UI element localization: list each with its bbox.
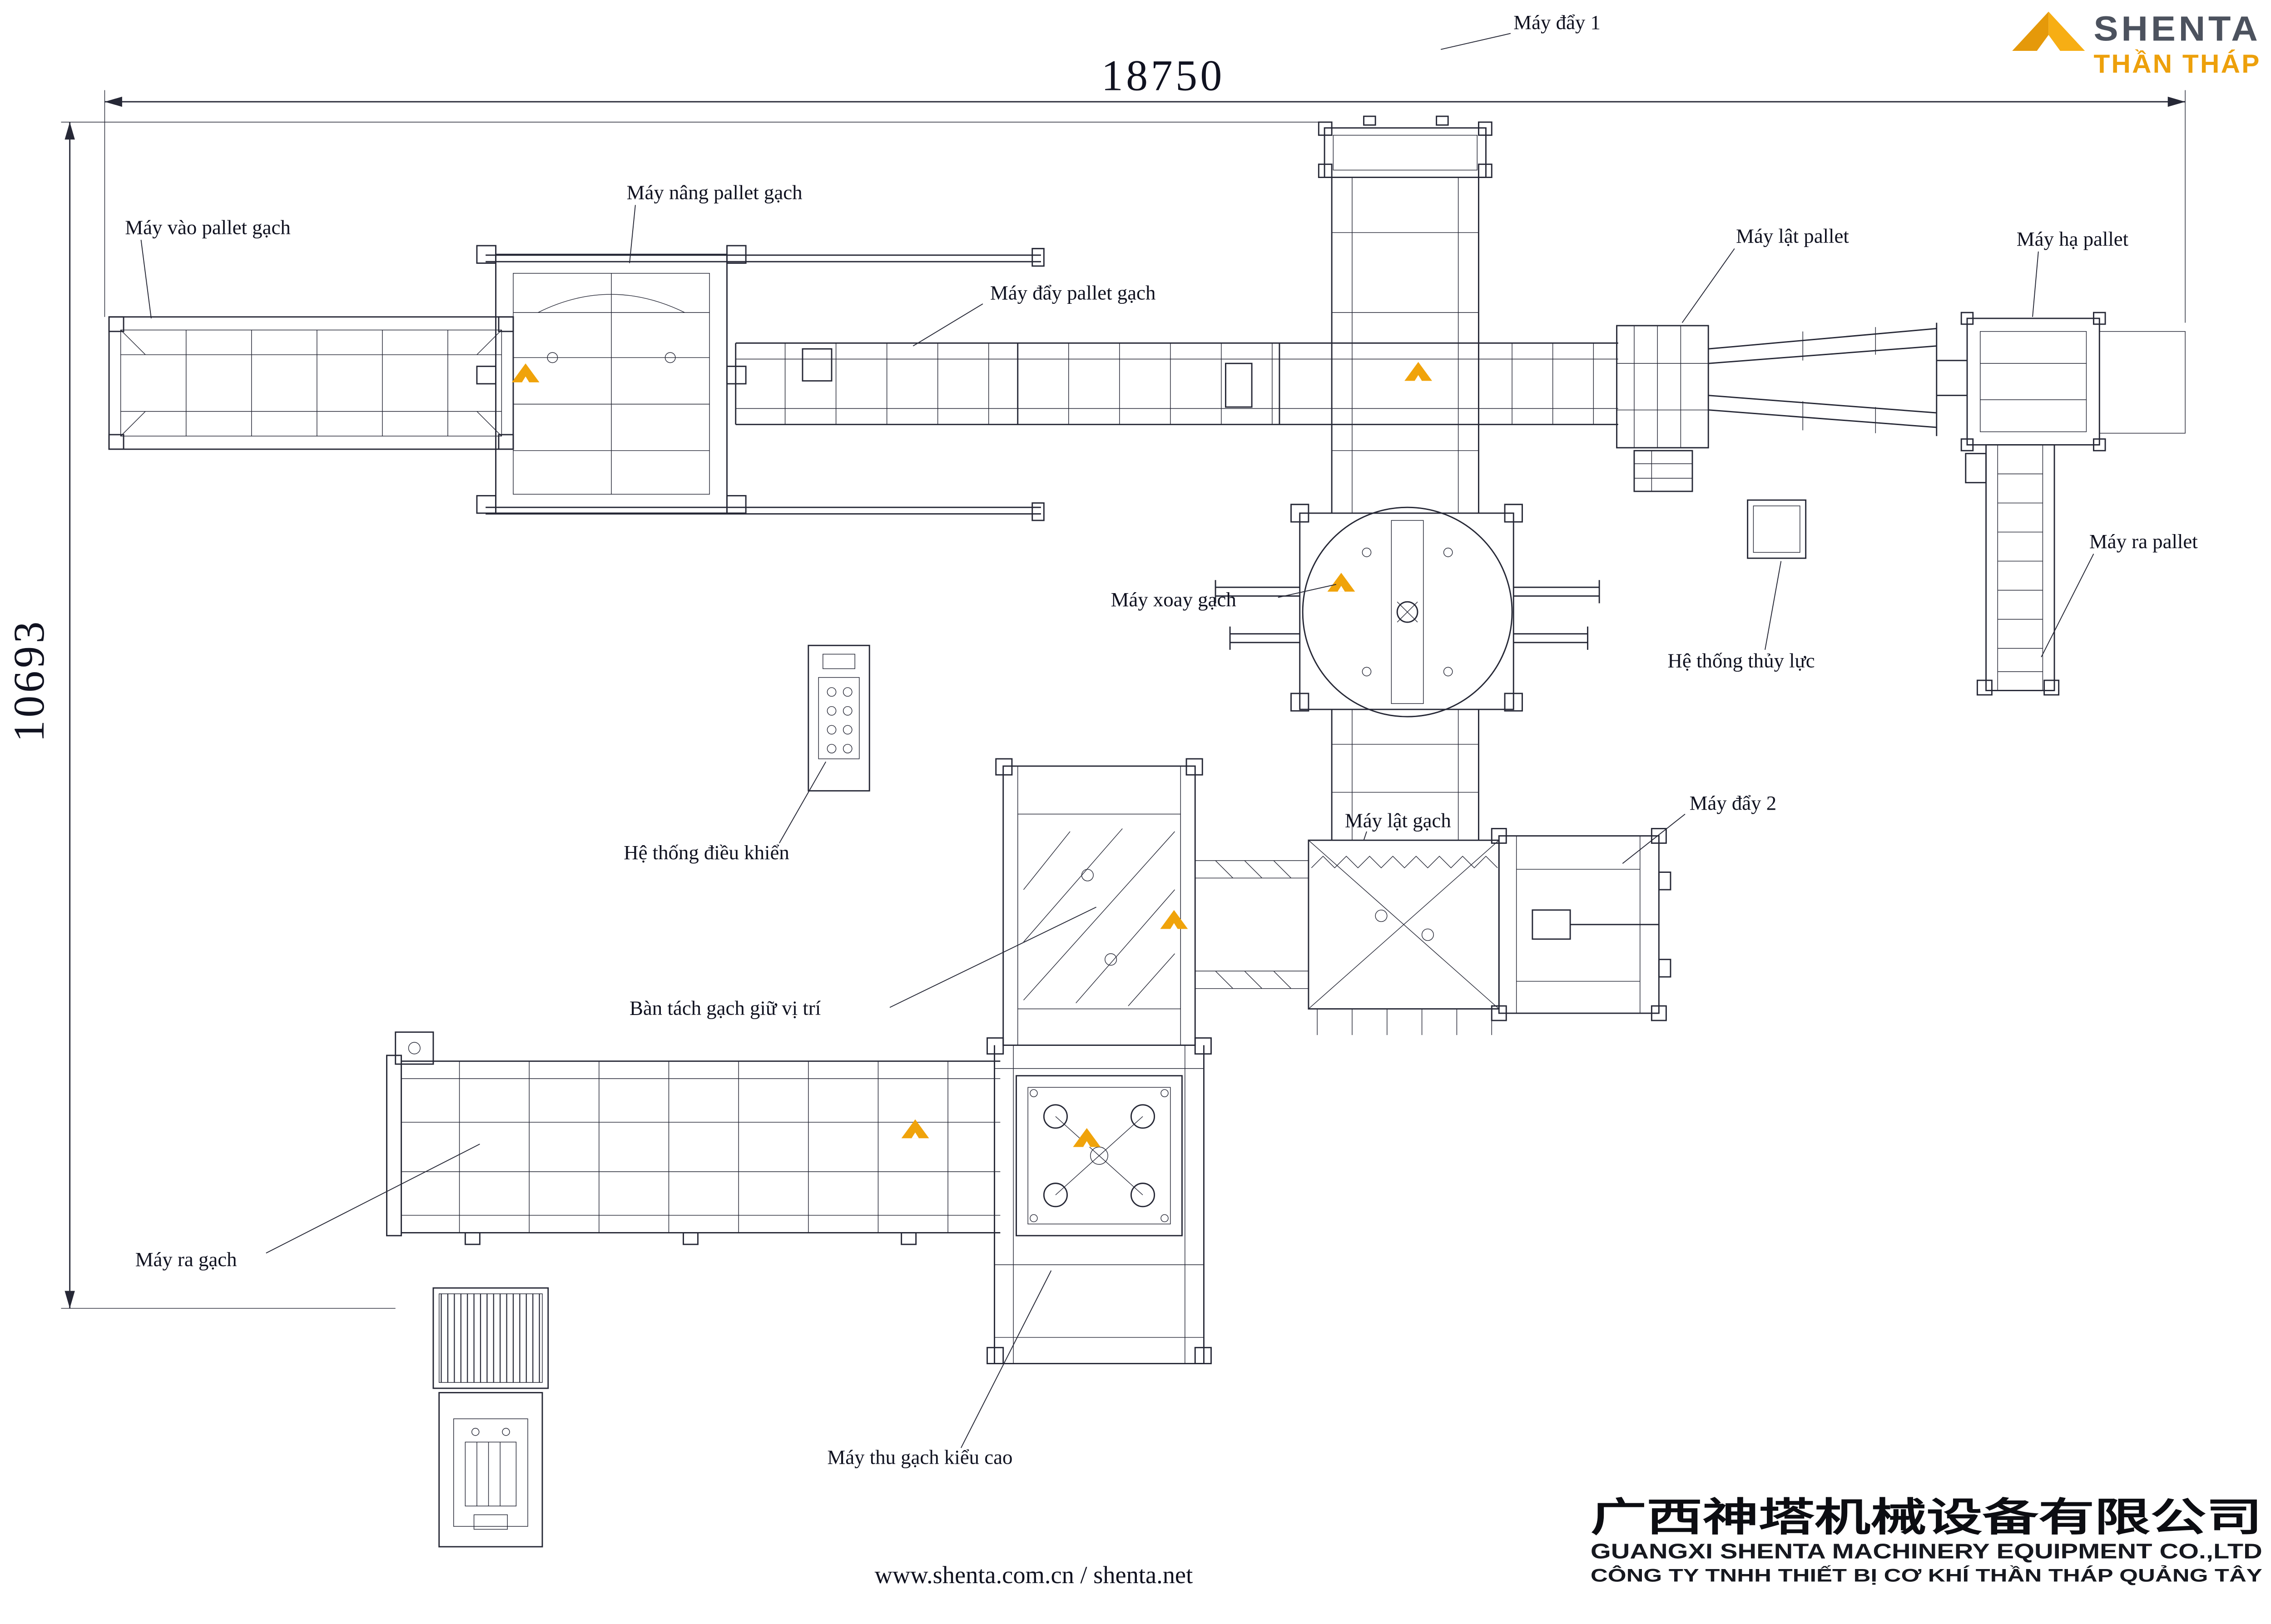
- svg-text:Máy xoay gạch: Máy xoay gạch: [1111, 588, 1236, 611]
- machine-pallet-lowerer: [1960, 312, 2186, 451]
- machine-pallet-infeed: [108, 316, 514, 450]
- conveyor-pallet-out: [1965, 444, 2060, 696]
- machine-brick-collector: [987, 1037, 1212, 1364]
- machine-brick-rotator: [1215, 504, 1600, 718]
- brand-name: SHENTA: [2093, 10, 2261, 49]
- brand-logo: SHENTA THẦN THÁP: [2012, 10, 2261, 79]
- pallet-cart: [438, 1392, 543, 1548]
- svg-text:Bàn tách gạch giữ vị trí: Bàn tách gạch giữ vị trí: [630, 996, 821, 1019]
- svg-text:Máy hạ pallet: Máy hạ pallet: [2017, 228, 2129, 250]
- svg-text:Máy ra pallet: Máy ra pallet: [2089, 530, 2198, 553]
- label-may-ra-gach: Máy ra gạch: [135, 1144, 480, 1271]
- machine-brick-flipper: [1195, 839, 1500, 1035]
- dimension-width: 18750: [104, 51, 2186, 323]
- shenta-watermark-icon: [1160, 910, 1188, 929]
- company-block: 广西神塔机械设备有限公司 GUANGXI SHENTA MACHINERY EQ…: [1591, 1496, 2262, 1586]
- svg-text:Máy đẩy 1: Máy đẩy 1: [1513, 11, 1601, 34]
- footer-websites: www.shenta.com.cn / shenta.net: [875, 1561, 1193, 1589]
- hydraulic-unit: [1747, 499, 1807, 559]
- label-may-thu-gach-kieu-cao: Máy thu gạch kiểu cao: [827, 1270, 1052, 1468]
- conveyor-pallet-push-line: [735, 342, 1618, 426]
- label-may-ra-pallet: Máy ra pallet: [2041, 530, 2198, 658]
- machine-pallet-flipper: [1616, 322, 1967, 492]
- shenta-watermark-icon: [1073, 1128, 1101, 1147]
- label-may-ha-pallet: Máy hạ pallet: [2017, 228, 2129, 317]
- dimension-height-value: 10693: [5, 619, 53, 742]
- svg-text:Máy thu gạch kiểu cao: Máy thu gạch kiểu cao: [827, 1446, 1012, 1468]
- dimension-width-value: 18750: [1101, 51, 1225, 99]
- label-may-day-pallet-gach: Máy đẩy pallet gạch: [912, 281, 1155, 347]
- conveyor-rotator-to-flipper: [1331, 709, 1479, 841]
- control-panel: [808, 644, 870, 792]
- company-name-cn: 广西神塔机械设备有限公司: [1591, 1496, 2262, 1540]
- svg-text:Máy lật gạch: Máy lật gạch: [1345, 809, 1451, 832]
- label-may-lat-pallet: Máy lật pallet: [1681, 225, 1849, 323]
- shenta-watermark-icon: [1404, 362, 1433, 381]
- label-may-nang-pallet-gach: Máy nâng pallet gạch: [627, 181, 803, 263]
- svg-text:Hệ thống thủy lực: Hệ thống thủy lực: [1668, 649, 1815, 672]
- svg-text:Máy ra gạch: Máy ra gạch: [135, 1248, 237, 1271]
- label-may-xoay-gach: Máy xoay gạch: [1111, 584, 1336, 611]
- dimension-height: 10693: [5, 122, 1325, 1309]
- svg-text:Máy lật pallet: Máy lật pallet: [1736, 225, 1849, 248]
- shenta-watermark-icon: [511, 363, 540, 382]
- label-may-day-1: Máy đẩy 1: [1440, 11, 1601, 50]
- company-name-vi: CÔNG TY TNHH THIẾT BỊ CƠ KHÍ THẦN THÁP Q…: [1591, 1565, 2262, 1586]
- machine-pusher-1: [1318, 115, 1493, 513]
- label-ban-tach-gach-giu-vi-tri: Bàn tách gạch giữ vị trí: [630, 906, 1096, 1019]
- label-may-day-2: Máy đẩy 2: [1622, 792, 1777, 864]
- svg-text:Máy vào pallet gạch: Máy vào pallet gạch: [125, 216, 290, 238]
- shenta-triangle-icon: [2012, 11, 2085, 51]
- label-may-vao-pallet-gach: Máy vào pallet gạch: [125, 216, 291, 319]
- svg-text:Máy đẩy 2: Máy đẩy 2: [1690, 792, 1777, 814]
- conveyor-brick-out: [386, 1031, 1001, 1245]
- machine-brick-separator: [995, 758, 1203, 1046]
- company-name-en: GUANGXI SHENTA MACHINERY EQUIPMENT CO.,L…: [1591, 1539, 2262, 1563]
- pallet-stack: [432, 1287, 549, 1389]
- label-he-thong-thuy-luc: Hệ thống thủy lực: [1668, 561, 1815, 672]
- label-he-thong-dieu-khien: Hệ thống điều khiển: [624, 761, 827, 864]
- label-may-lat-gach: Máy lật gạch: [1345, 809, 1451, 841]
- shenta-watermark-icon: [1327, 573, 1355, 592]
- machine-pallet-lifter: [476, 245, 1045, 521]
- svg-text:Hệ thống điều khiển: Hệ thống điều khiển: [624, 841, 789, 864]
- machine-pusher-2: [1491, 828, 1671, 1021]
- svg-text:Máy nâng pallet gạch: Máy nâng pallet gạch: [627, 181, 803, 204]
- brand-tagline: THẦN THÁP: [2093, 49, 2261, 79]
- svg-text:Máy đẩy pallet gạch: Máy đẩy pallet gạch: [990, 281, 1155, 304]
